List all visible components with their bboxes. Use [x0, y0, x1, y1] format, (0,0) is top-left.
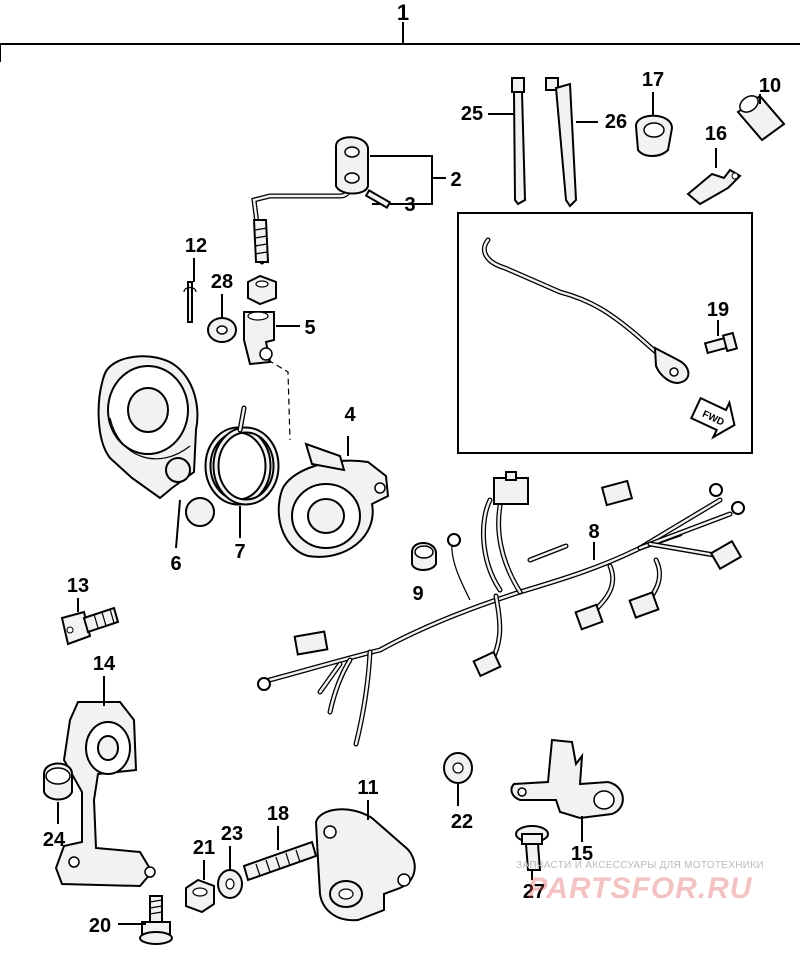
label-18: 18	[267, 803, 289, 825]
fwd-arrow: FWD	[689, 396, 736, 440]
label-20: 20	[89, 915, 111, 937]
washer-23	[217, 869, 243, 899]
collar-10	[736, 94, 786, 142]
label-5: 5	[304, 317, 315, 339]
label-15: 15	[571, 843, 593, 865]
washer-28	[207, 317, 237, 343]
label-26: 26	[605, 111, 627, 133]
part-labels: 2 3 4 5 6 7 8 9 10 11 12 13 14 15 16 17 …	[43, 69, 781, 937]
label-6: 6	[170, 553, 181, 575]
label-23: 23	[221, 823, 243, 845]
bolt-27	[515, 825, 549, 871]
rod-2	[251, 136, 369, 265]
label-12: 12	[185, 235, 207, 257]
watermark-tagline: ЗАПЧАСТИ И АКСЕССУАРЫ ДЛЯ МОТОТЕХНИКИ	[516, 860, 764, 871]
nut-21	[185, 878, 215, 914]
spring-7	[204, 405, 280, 506]
label-10: 10	[759, 75, 781, 97]
watermark-logo: PARTSFOR.RU	[527, 872, 753, 905]
bolt-19	[703, 331, 739, 355]
stud-18	[242, 840, 318, 882]
cable-tie-26	[545, 77, 578, 208]
bolt-20	[139, 895, 173, 945]
wiring-harness-8	[257, 471, 745, 747]
terminal-16	[686, 168, 742, 206]
bracket-15	[510, 738, 624, 820]
assembly-bracket	[0, 22, 800, 62]
clamp-17	[634, 114, 674, 157]
joint-5	[243, 311, 275, 366]
label-27: 27	[523, 881, 545, 903]
cotter-pin-12	[183, 281, 197, 323]
label-8: 8	[588, 521, 599, 543]
label-24: 24	[43, 829, 66, 851]
lever-6	[97, 355, 215, 549]
label-13: 13	[67, 575, 89, 597]
label-21: 21	[193, 837, 215, 859]
bracket-14	[54, 701, 156, 888]
label-25: 25	[461, 103, 483, 125]
label-16: 16	[705, 123, 727, 145]
grommet-9	[411, 542, 437, 571]
bolt-13	[60, 606, 120, 646]
label-28: 28	[211, 271, 233, 293]
label-3: 3	[404, 194, 415, 216]
label-4: 4	[344, 404, 356, 426]
label-7: 7	[234, 541, 245, 563]
nut	[247, 274, 277, 306]
cable-tie-25	[511, 77, 527, 206]
label-2: 2	[450, 169, 461, 191]
label-19: 19	[707, 299, 729, 321]
label-14: 14	[93, 653, 116, 675]
label-17: 17	[642, 69, 664, 91]
washer-22	[443, 752, 473, 784]
pin-3	[364, 189, 392, 209]
plate-11	[314, 808, 416, 922]
inset-box: FWD	[457, 212, 753, 454]
grommet-24	[43, 762, 73, 801]
label-9: 9	[412, 583, 423, 605]
label-11: 11	[357, 777, 378, 799]
assembly-label: 1	[397, 0, 409, 25]
pulley-4	[277, 442, 390, 558]
label-22: 22	[451, 811, 473, 833]
